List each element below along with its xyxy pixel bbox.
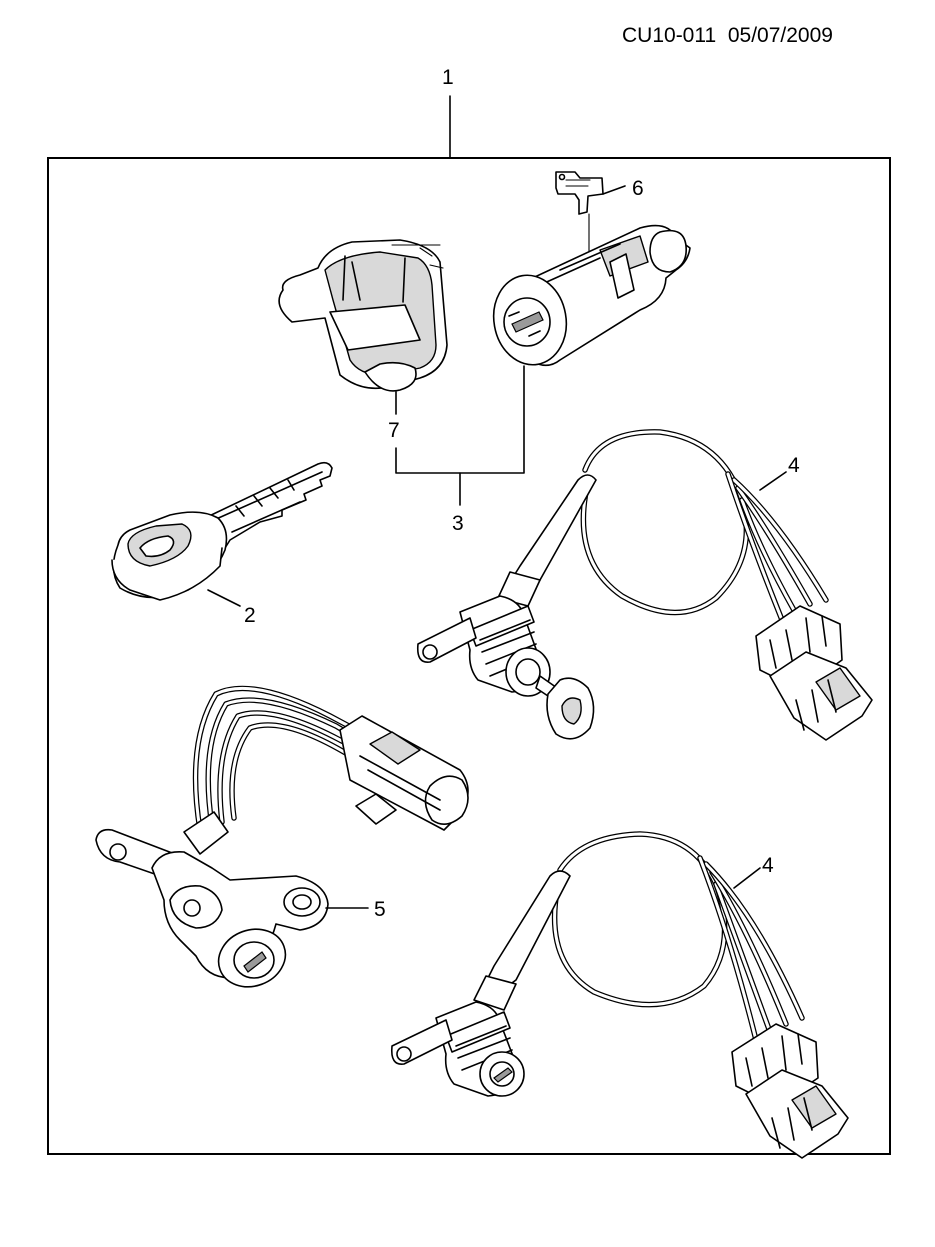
trunk-lock-harness-part-5 — [95, 685, 469, 988]
leader-4-lower — [733, 867, 761, 889]
leader-2 — [207, 589, 241, 607]
callout-3: 3 — [452, 512, 464, 535]
lock-cylinder-part-3 — [492, 224, 691, 367]
door-lock-harness-part-4-upper — [416, 429, 873, 741]
callout-2: 2 — [244, 604, 256, 627]
leader-3-bracket — [395, 365, 525, 474]
callout-7: 7 — [388, 419, 400, 442]
key-part-2 — [111, 461, 333, 601]
lock-cap-part-7 — [278, 239, 448, 392]
assembly-frame — [47, 157, 891, 1155]
leader-6 — [602, 185, 626, 195]
door-lock-harness-part-4-lower — [390, 831, 849, 1159]
callout-6: 6 — [632, 177, 644, 200]
retainer-clip-part-6 — [555, 171, 604, 215]
callout-1: 1 — [442, 66, 454, 89]
callout-4-lower: 4 — [762, 854, 774, 877]
leader-4-upper — [759, 471, 787, 491]
document-code-date: CU10-011 05/07/2009 — [622, 24, 833, 47]
callout-4-upper: 4 — [788, 454, 800, 477]
callout-5: 5 — [374, 898, 386, 921]
